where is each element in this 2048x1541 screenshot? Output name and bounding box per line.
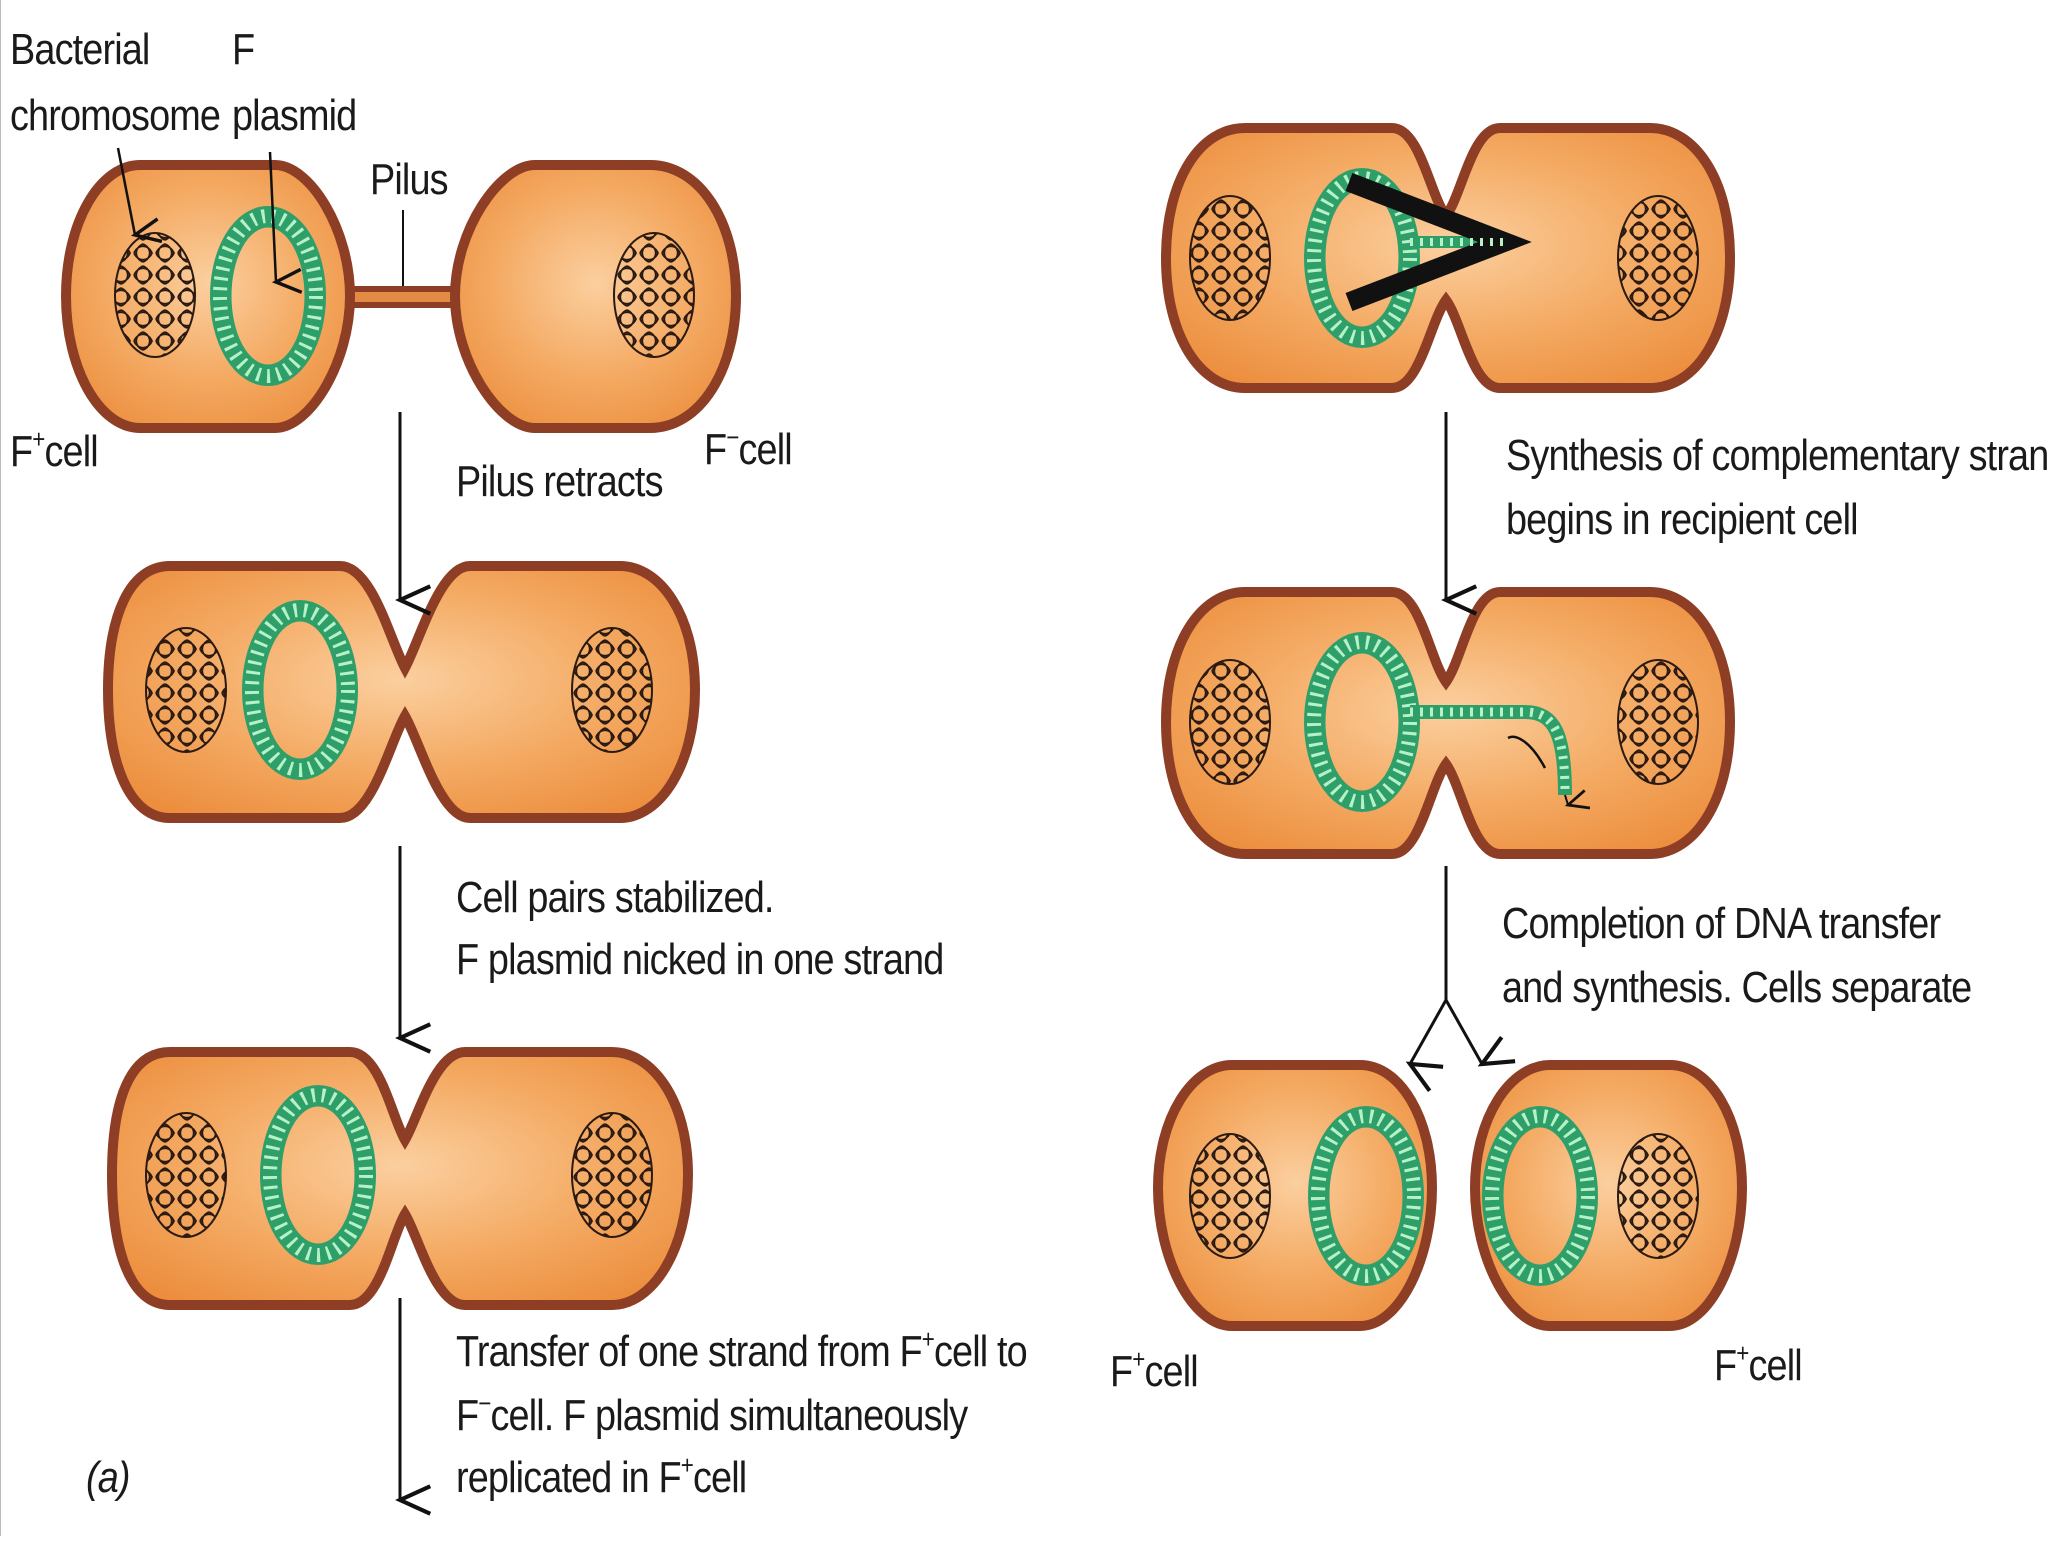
step-synthesis-line1: Synthesis of complementary strand: [1506, 431, 2048, 480]
bacterial-chromosome: [145, 1112, 227, 1238]
label-bacterial: Bacterial: [10, 25, 150, 74]
new-fplus-cell: [1152, 1060, 1438, 1331]
plus-superscript: +: [1132, 1344, 1145, 1374]
text-part: Transfer of one strand from F: [456, 1327, 923, 1376]
label-fplus-cell-bottom-right: F+cell: [1714, 1338, 1803, 1390]
synthesis-arrow: [1507, 735, 1547, 769]
label-pilus: Pilus: [370, 155, 449, 204]
pair-stabilized: [106, 1047, 694, 1310]
bacterial-chromosome: [1617, 195, 1699, 321]
cell-word: cell: [1144, 1347, 1198, 1396]
bacterial-chromosome: [145, 627, 227, 753]
step-stabilized-line1: Cell pairs stabilized.: [456, 873, 774, 922]
plasmid-leader: [268, 151, 303, 294]
f-plasmid: [1308, 1106, 1424, 1286]
plus-superscript: +: [680, 1450, 694, 1480]
bacterial-chromosome: [613, 232, 695, 358]
mating-pair: [106, 1047, 694, 1310]
separated-cells: [1152, 1060, 1748, 1331]
f-plasmid: [210, 206, 326, 386]
step-transfer-line1: Transfer of one strand from F+cell to: [456, 1320, 1028, 1384]
pair-pilus-retracted: [102, 561, 701, 823]
transferred-strand: [1410, 705, 1591, 810]
recipient-cell: [449, 160, 742, 433]
chromosome-leader: [116, 147, 163, 244]
plus-superscript: +: [1736, 1338, 1749, 1368]
minus-superscript: −: [478, 1388, 491, 1418]
step-pilus-retracts: Pilus retracts: [456, 457, 664, 506]
plus-superscript: +: [921, 1324, 935, 1354]
plus-superscript: +: [32, 424, 45, 454]
f-plasmid: [1304, 632, 1420, 812]
minus-superscript: −: [726, 422, 739, 452]
pair-strand-transfer: [1160, 123, 1736, 393]
bacterial-chromosome: [1189, 659, 1271, 785]
bacterial-chromosome: [571, 1112, 653, 1238]
f-plasmid: [242, 600, 358, 780]
text-part: cell to: [933, 1327, 1028, 1376]
text-part: F: [456, 1391, 479, 1440]
bacterial-chromosome: [1617, 1133, 1699, 1259]
mating-pair: [102, 561, 701, 823]
label-fminus-cell: F−cell: [704, 422, 793, 474]
bacterial-chromosome: [1189, 1133, 1271, 1259]
step-completion-line1: Completion of DNA transfer: [1502, 899, 1941, 948]
label-f: F: [232, 25, 255, 74]
cell-word: cell: [1748, 1341, 1802, 1390]
bacterial-chromosome: [114, 232, 196, 358]
label-chromosome: chromosome: [10, 91, 221, 140]
f-plasmid: [1482, 1106, 1598, 1286]
label-fplus-cell-bottom-left: F+cell: [1110, 1344, 1199, 1396]
cell-word: cell: [738, 425, 792, 474]
label-plasmid: plasmid: [232, 91, 357, 140]
step-completion-line2: and synthesis. Cells separate: [1502, 963, 1972, 1012]
split-arrow: [1405, 866, 1516, 1093]
label-fplus-cell: F+cell: [10, 424, 99, 476]
mating-pair: [1160, 587, 1736, 859]
text-part: cell: [692, 1453, 747, 1502]
text-part: cell. F plasmid simultaneously: [490, 1391, 968, 1440]
step-synthesis-line2: begins in recipient cell: [1506, 495, 1859, 544]
bacterial-chromosome: [1617, 659, 1699, 785]
step-stabilized-line2: F plasmid nicked in one strand: [456, 935, 944, 984]
f-plasmid-nicked: [260, 1085, 376, 1265]
bacterial-chromosome: [1189, 195, 1271, 321]
cell-word: cell: [44, 427, 98, 476]
pair-complementary-synthesis: [1160, 587, 1736, 859]
step-transfer-line3: replicated in F+cell: [456, 1446, 747, 1510]
panel-label: (a): [86, 1453, 131, 1502]
step-transfer-line2: F−cell. F plasmid simultaneously: [456, 1384, 968, 1448]
text-part: replicated in F: [456, 1453, 682, 1502]
new-fplus-cell: [1469, 1060, 1748, 1331]
bacterial-chromosome: [571, 627, 653, 753]
